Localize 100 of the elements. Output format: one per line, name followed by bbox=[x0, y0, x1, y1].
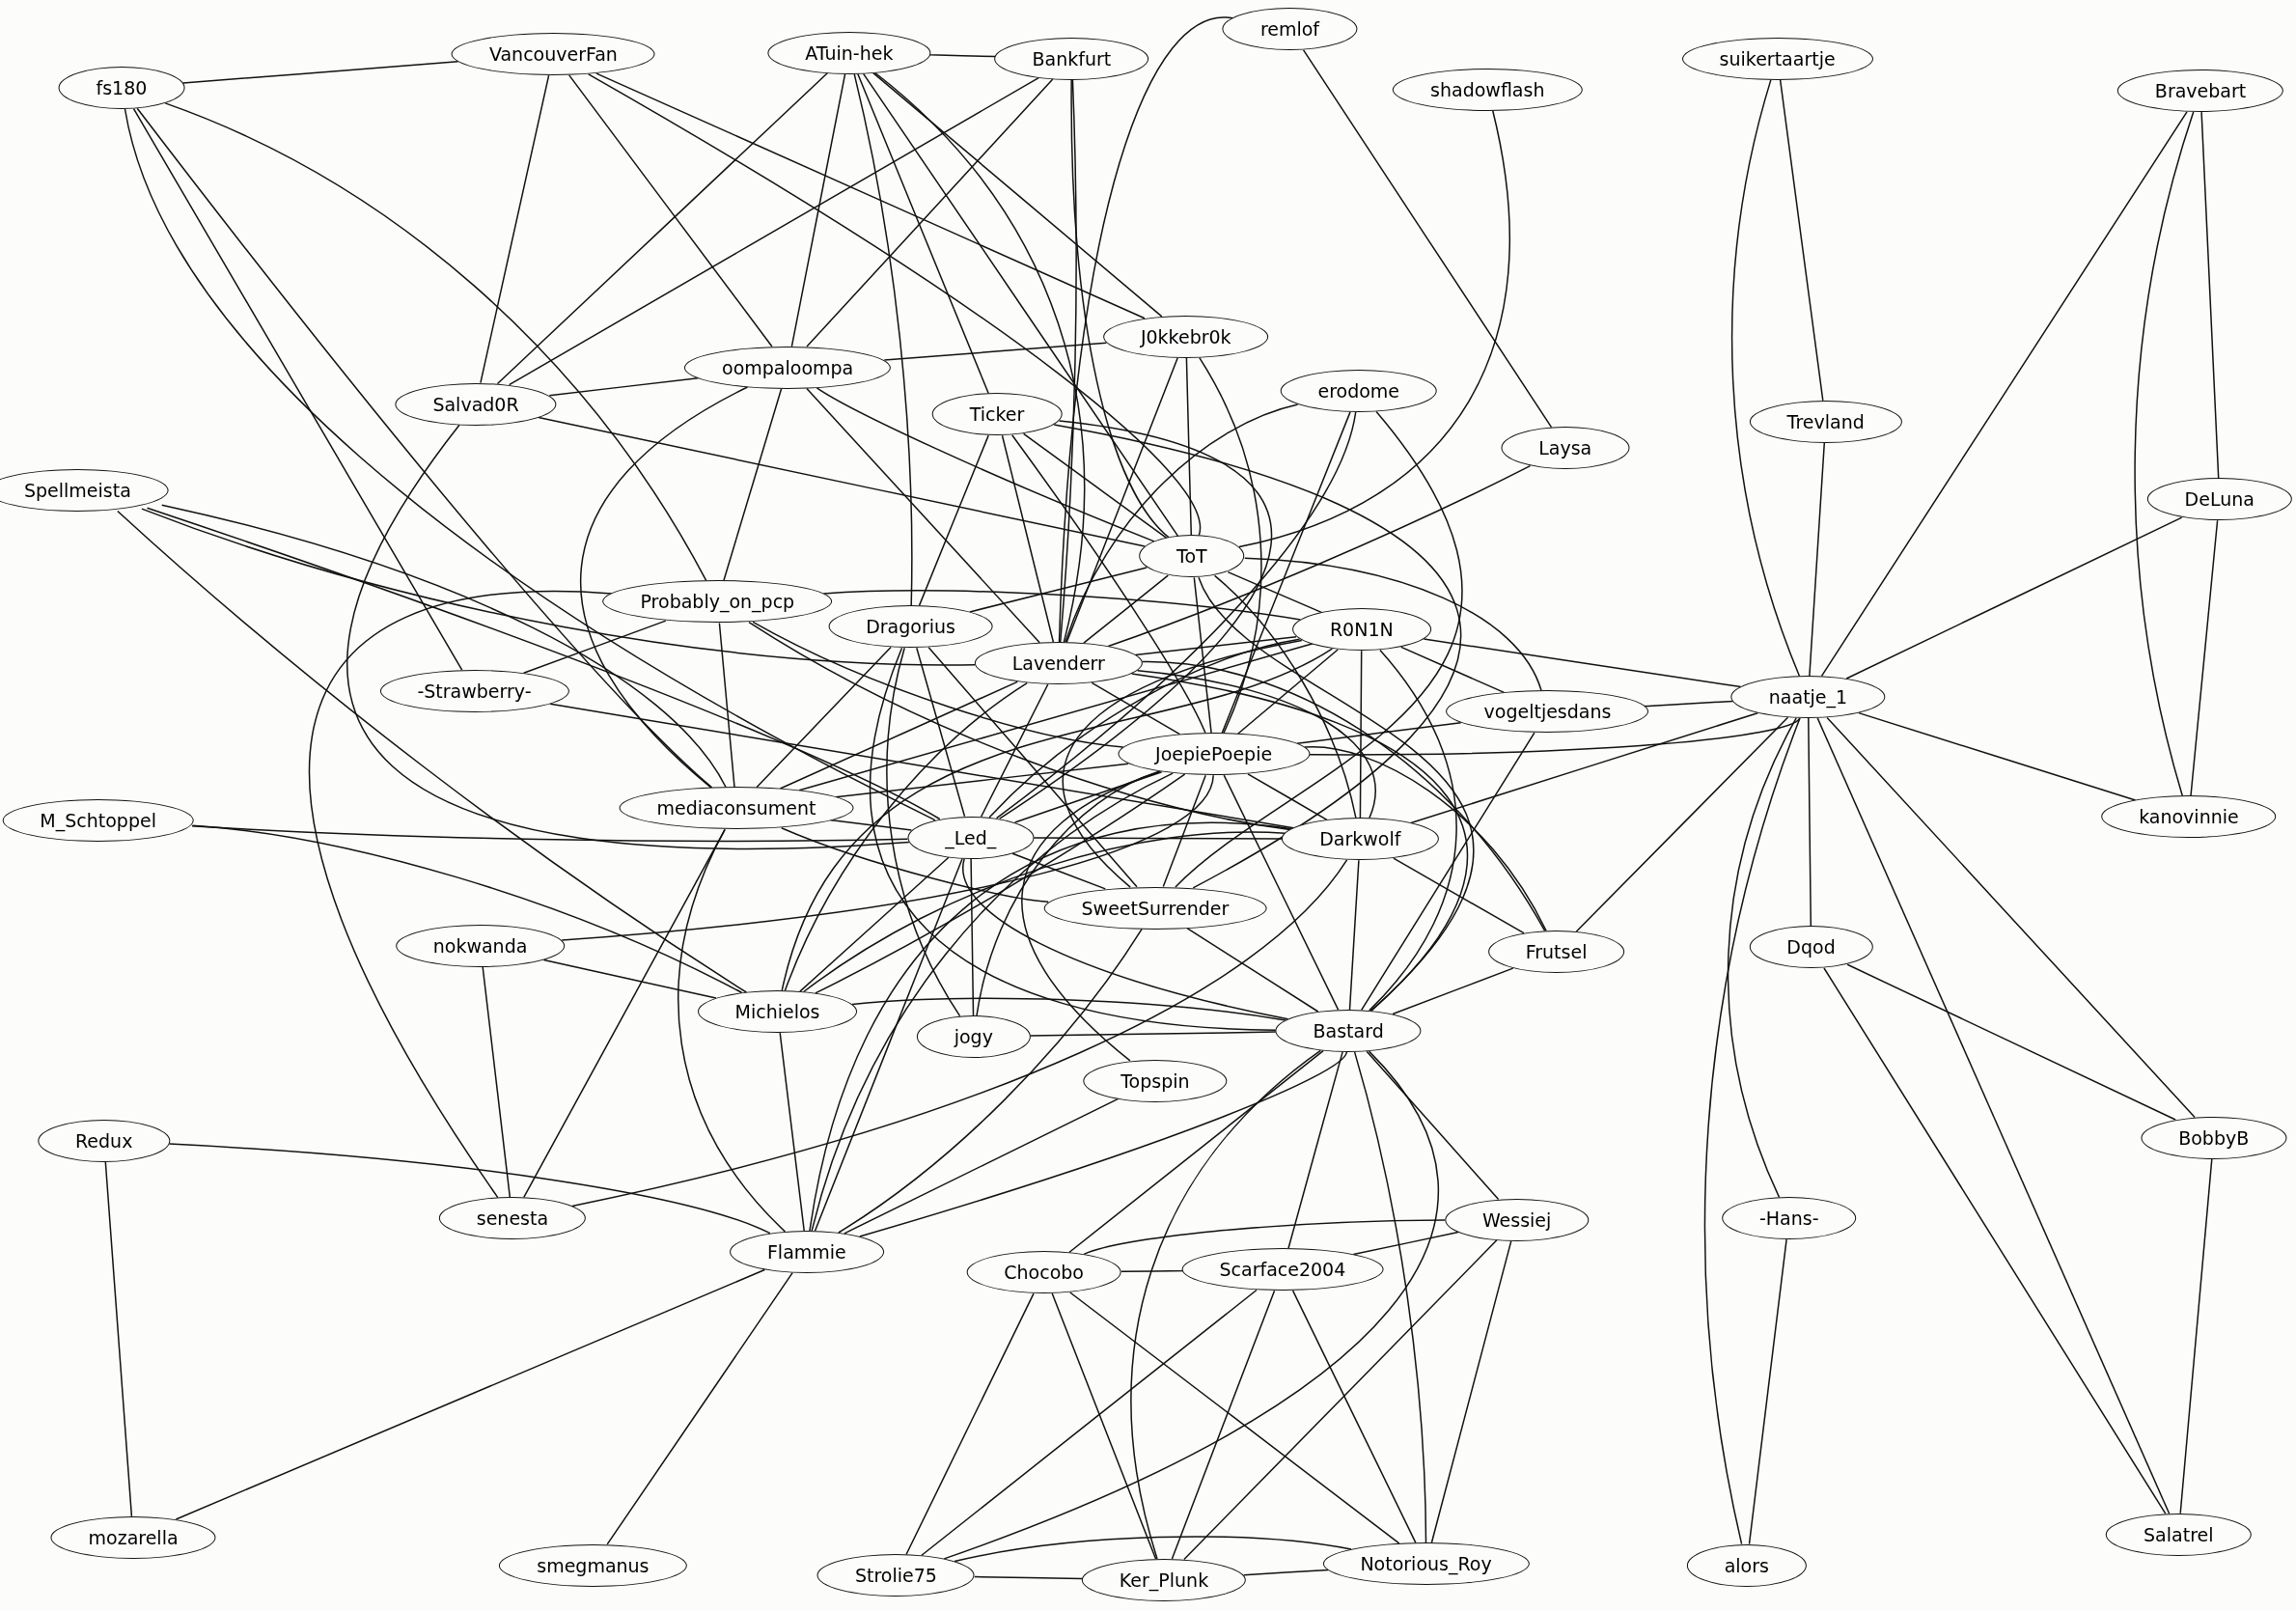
connector-line bbox=[790, 72, 846, 347]
connector-line bbox=[1033, 837, 1284, 840]
connector-line bbox=[1303, 746, 1547, 932]
connector-line bbox=[1107, 464, 1532, 648]
connector-line bbox=[1011, 852, 1107, 890]
connector-line bbox=[816, 387, 1155, 542]
connector-line bbox=[1136, 669, 1376, 819]
user-node: Darkwolf bbox=[1282, 818, 1439, 861]
connector-line bbox=[748, 621, 1291, 831]
user-node: Salvad0R bbox=[395, 382, 557, 426]
connector-line bbox=[1227, 570, 1322, 614]
connector-line bbox=[124, 108, 936, 821]
connector-line bbox=[969, 567, 1148, 613]
user-node: M_Schtoppel bbox=[2, 798, 194, 842]
connector-line bbox=[1053, 424, 1461, 889]
user-node: Trevland bbox=[1749, 400, 1902, 443]
user-node: remlof bbox=[1222, 8, 1358, 51]
connector-line bbox=[1352, 1231, 1459, 1256]
connector-line bbox=[798, 642, 1314, 792]
connector-line bbox=[838, 928, 1143, 1234]
user-node: Notorious_Roy bbox=[1322, 1542, 1530, 1586]
connector-line bbox=[857, 72, 989, 395]
connector-line bbox=[146, 507, 941, 820]
connector-line bbox=[723, 387, 783, 582]
user-node: SweetSurrender bbox=[1043, 886, 1267, 930]
connector-line bbox=[1360, 732, 1535, 1012]
connector-line bbox=[1410, 711, 1758, 824]
connector-line bbox=[1846, 963, 2176, 1121]
user-node: Salatrel bbox=[2106, 1513, 2252, 1556]
user-node: oompaloompa bbox=[684, 346, 892, 389]
connector-line bbox=[1366, 1050, 1500, 1201]
user-node: Flammie bbox=[729, 1231, 884, 1274]
connector-line bbox=[954, 1536, 1352, 1563]
connector-line bbox=[346, 424, 910, 849]
connector-line bbox=[191, 824, 909, 843]
connector-line bbox=[1199, 356, 1262, 735]
connector-line bbox=[104, 1160, 133, 1517]
user-node: Michielos bbox=[697, 990, 858, 1034]
connector-line bbox=[970, 857, 975, 1016]
user-node: erodome bbox=[1280, 370, 1438, 413]
connector-line bbox=[779, 681, 1018, 790]
user-node: J0kkebr0k bbox=[1102, 315, 1269, 358]
connector-line bbox=[1353, 1051, 1427, 1543]
connector-line bbox=[779, 1032, 805, 1232]
connector-line bbox=[974, 1575, 1083, 1580]
connector-line bbox=[718, 622, 735, 789]
connector-line bbox=[522, 620, 667, 675]
connector-line bbox=[2200, 111, 2220, 480]
user-node: Bankfurt bbox=[994, 37, 1149, 80]
connector-line bbox=[2134, 111, 2195, 797]
connector-line bbox=[1247, 773, 1328, 821]
connector-line bbox=[859, 1051, 1348, 1237]
connector-line bbox=[1010, 433, 1206, 735]
connector-line bbox=[851, 997, 1286, 1021]
connector-line bbox=[962, 857, 1289, 1020]
user-node: jogy bbox=[916, 1015, 1031, 1059]
user-node: -Hans- bbox=[1721, 1197, 1857, 1240]
connector-line bbox=[1748, 1238, 1787, 1545]
user-node: kanovinnie bbox=[2101, 795, 2277, 839]
connector-line bbox=[160, 504, 727, 789]
connector-line bbox=[132, 107, 463, 671]
connector-line bbox=[678, 828, 787, 1233]
user-node: fs180 bbox=[58, 67, 185, 109]
user-node: Chocobo bbox=[966, 1251, 1121, 1294]
user-node: Laysa bbox=[1501, 427, 1630, 470]
connector-line bbox=[1704, 717, 1801, 1545]
connector-line bbox=[752, 621, 1124, 748]
connector-line bbox=[1162, 774, 1206, 888]
connector-line bbox=[580, 386, 749, 789]
user-node: senesta bbox=[438, 1197, 587, 1240]
user-node: _Led_ bbox=[907, 816, 1035, 859]
user-node: naatje_1 bbox=[1730, 676, 1886, 719]
user-node: nokwanda bbox=[395, 924, 566, 967]
connector-line bbox=[1393, 857, 1525, 934]
connector-line bbox=[1069, 1292, 1400, 1544]
user-node: Lavenderr bbox=[974, 642, 1143, 685]
connector-line bbox=[308, 591, 613, 1199]
user-node: Strolie75 bbox=[816, 1554, 975, 1597]
connector-line bbox=[1291, 1290, 1417, 1544]
connector-line bbox=[929, 54, 996, 58]
connector-line bbox=[606, 1271, 793, 1545]
connector-line bbox=[1369, 649, 1457, 1012]
user-node: Probably_on_pcp bbox=[602, 580, 833, 624]
user-node: mediaconsument bbox=[619, 787, 854, 830]
connector-line bbox=[1237, 649, 1339, 735]
connector-line bbox=[181, 61, 459, 84]
connector-line bbox=[2190, 519, 2219, 797]
connector-line bbox=[548, 376, 699, 397]
user-node: Dragorius bbox=[828, 605, 993, 649]
connector-line bbox=[1065, 403, 1299, 644]
connector-line bbox=[814, 857, 963, 1232]
connector-line bbox=[883, 342, 1108, 361]
connector-line bbox=[980, 683, 1049, 818]
connector-line bbox=[1287, 1051, 1343, 1250]
user-node: ToT bbox=[1139, 535, 1245, 578]
connector-line bbox=[1062, 639, 1303, 888]
connector-line bbox=[571, 859, 1348, 1208]
connector-line bbox=[811, 772, 1174, 1232]
connector-line bbox=[1348, 859, 1360, 1011]
connector-line bbox=[1359, 650, 1363, 819]
